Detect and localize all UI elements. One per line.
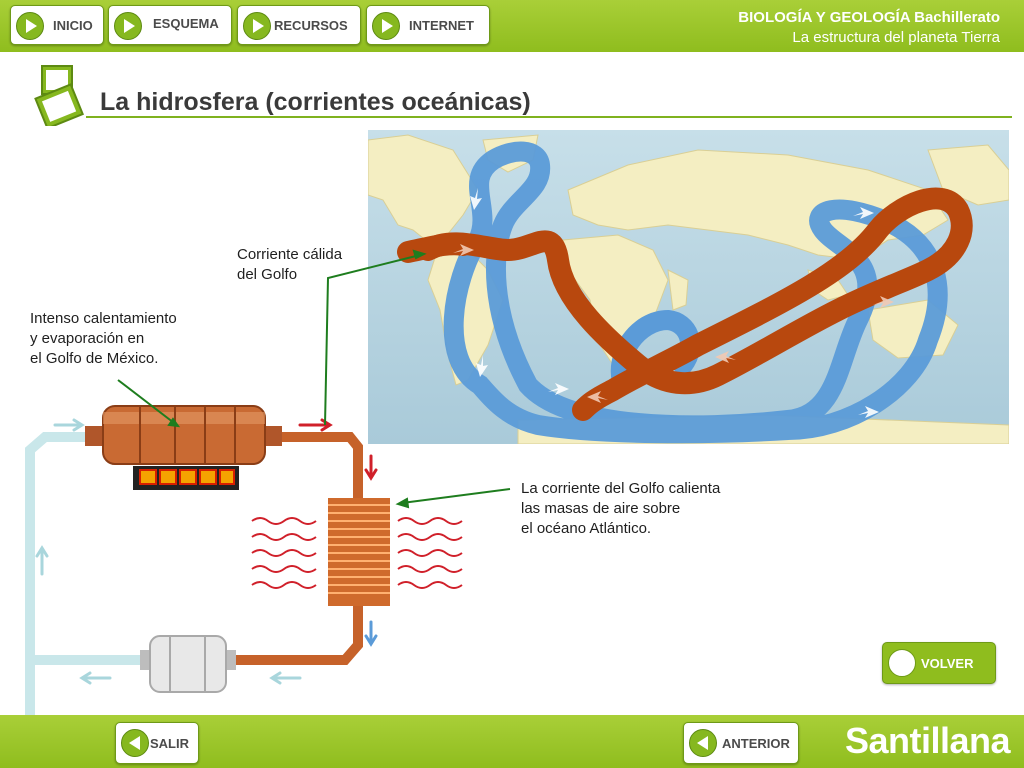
play-icon xyxy=(114,12,142,40)
anterior-button[interactable]: ANTERIOR xyxy=(683,722,799,764)
salir-label: SALIR xyxy=(150,736,189,751)
warming-label: La corriente del Golfo calienta las masa… xyxy=(521,479,720,539)
volver-button[interactable]: VOLVER xyxy=(882,642,996,684)
section-icon xyxy=(34,65,84,126)
gulf-current-label: Corriente cálida del Golfo xyxy=(237,245,342,285)
warming-line3: el océano Atlántico. xyxy=(521,520,652,537)
back-icon xyxy=(121,729,149,757)
title-divider xyxy=(86,116,1012,118)
recursos-button[interactable]: RECURSOS xyxy=(237,5,361,45)
warming-line2: las masas de aire sobre xyxy=(521,500,681,517)
recursos-label: RECURSOS xyxy=(274,18,348,33)
gulf-current-line2: del Golfo xyxy=(237,266,298,283)
heating-line2: y evaporación en xyxy=(30,330,145,347)
inicio-button[interactable]: INICIO xyxy=(10,5,104,45)
page-title: La hidrosfera (corrientes oceánicas) xyxy=(100,88,531,116)
back-icon xyxy=(689,729,717,757)
heating-line1: Intenso calentamiento xyxy=(30,310,177,327)
salir-button[interactable]: SALIR xyxy=(115,722,199,764)
heating-line3: el Golfo de México. xyxy=(30,350,159,367)
esquema-button[interactable]: ESQUEMA xyxy=(108,5,232,45)
header-title: BIOLOGÍA Y GEOLOGÍA Bachillerato La estr… xyxy=(738,8,1000,48)
esquema-label: ESQUEMA xyxy=(153,16,219,31)
subject-title: BIOLOGÍA Y GEOLOGÍA Bachillerato xyxy=(738,9,1000,26)
gulf-current-line1: Corriente cálida xyxy=(237,246,343,263)
play-icon xyxy=(243,12,271,40)
play-icon xyxy=(16,12,44,40)
world-map xyxy=(368,130,1009,444)
heating-label: Intenso calentamiento y evaporación en e… xyxy=(30,309,177,369)
inicio-label: INICIO xyxy=(53,18,93,33)
internet-label: INTERNET xyxy=(409,18,474,33)
internet-button[interactable]: INTERNET xyxy=(366,5,490,45)
play-icon xyxy=(372,12,400,40)
anterior-label: ANTERIOR xyxy=(722,736,790,751)
ocean-currents-map xyxy=(368,130,1009,444)
santillana-logo: Santillana xyxy=(844,720,1011,761)
unit-title: La estructura del planeta Tierra xyxy=(792,29,1000,46)
volver-label: VOLVER xyxy=(921,656,974,671)
warming-line1: La corriente del Golfo calienta xyxy=(521,480,721,497)
play-icon xyxy=(888,649,916,677)
